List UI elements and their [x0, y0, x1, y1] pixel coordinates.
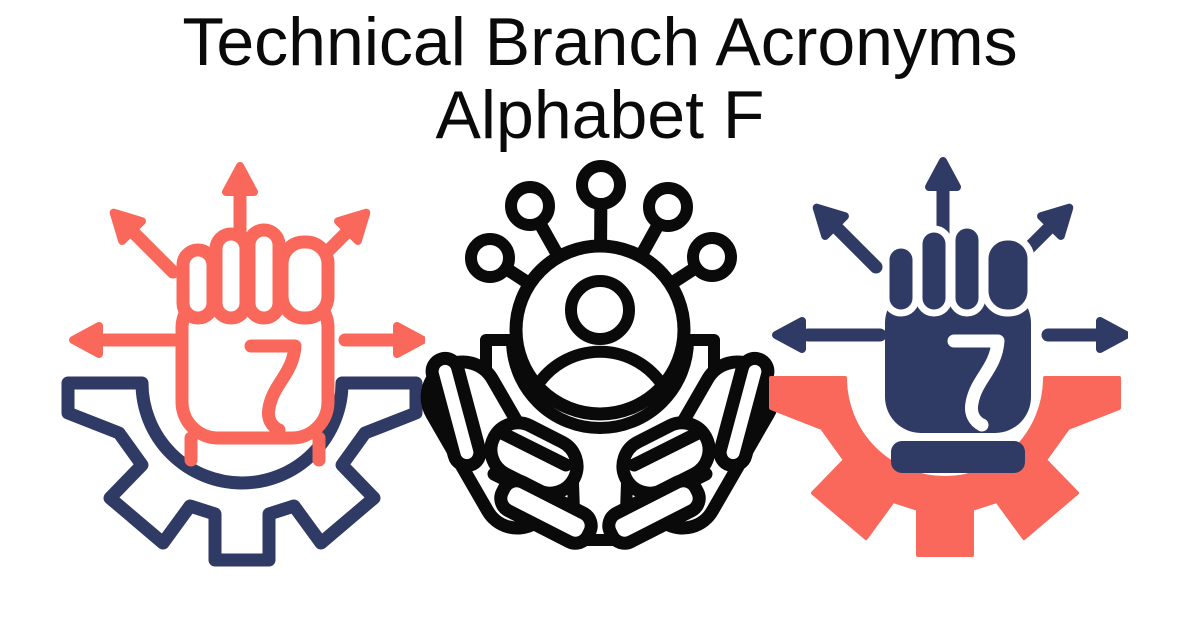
- half-gear-outline: [61, 376, 423, 567]
- arrow-right-head: [393, 322, 425, 358]
- arrow-up-head: [925, 157, 961, 191]
- thumb: [425, 351, 487, 473]
- fist-arrows-gear-outline-icon: [61, 162, 425, 567]
- network-nodes: [465, 160, 737, 283]
- arrow-up-head: [222, 162, 258, 196]
- arrow-up-left-head: [812, 203, 849, 240]
- title-line-1: Technical Branch Acronyms: [182, 4, 1018, 80]
- wrist-cuff: [891, 441, 1025, 473]
- fist-arrows-gear-solid-icon: [769, 157, 1128, 557]
- arrow-up-right-head: [334, 208, 371, 245]
- arrow-left-head: [772, 317, 806, 353]
- arrow-right-head: [1096, 317, 1128, 353]
- cupped-hand-left: [420, 351, 598, 550]
- raised-fist-solid: [882, 221, 1035, 473]
- user-shoulders: [531, 345, 669, 392]
- arrow-up-right-head: [1037, 203, 1074, 240]
- hands-holding-user-gear-network-icon: [420, 160, 780, 580]
- raised-fist-outline: [175, 223, 335, 467]
- wrist-lines: [184, 431, 326, 467]
- arrow-up-left-head: [109, 208, 146, 245]
- arrow-left-head: [69, 322, 103, 358]
- thumb-crease: [244, 339, 302, 437]
- user-head: [565, 275, 635, 345]
- page-title: Technical Branch Acronyms Alphabet F: [0, 6, 1200, 152]
- thumb-crease: [947, 334, 1005, 432]
- title-line-2: Alphabet F: [435, 77, 765, 153]
- wrist-cuff: [494, 474, 598, 550]
